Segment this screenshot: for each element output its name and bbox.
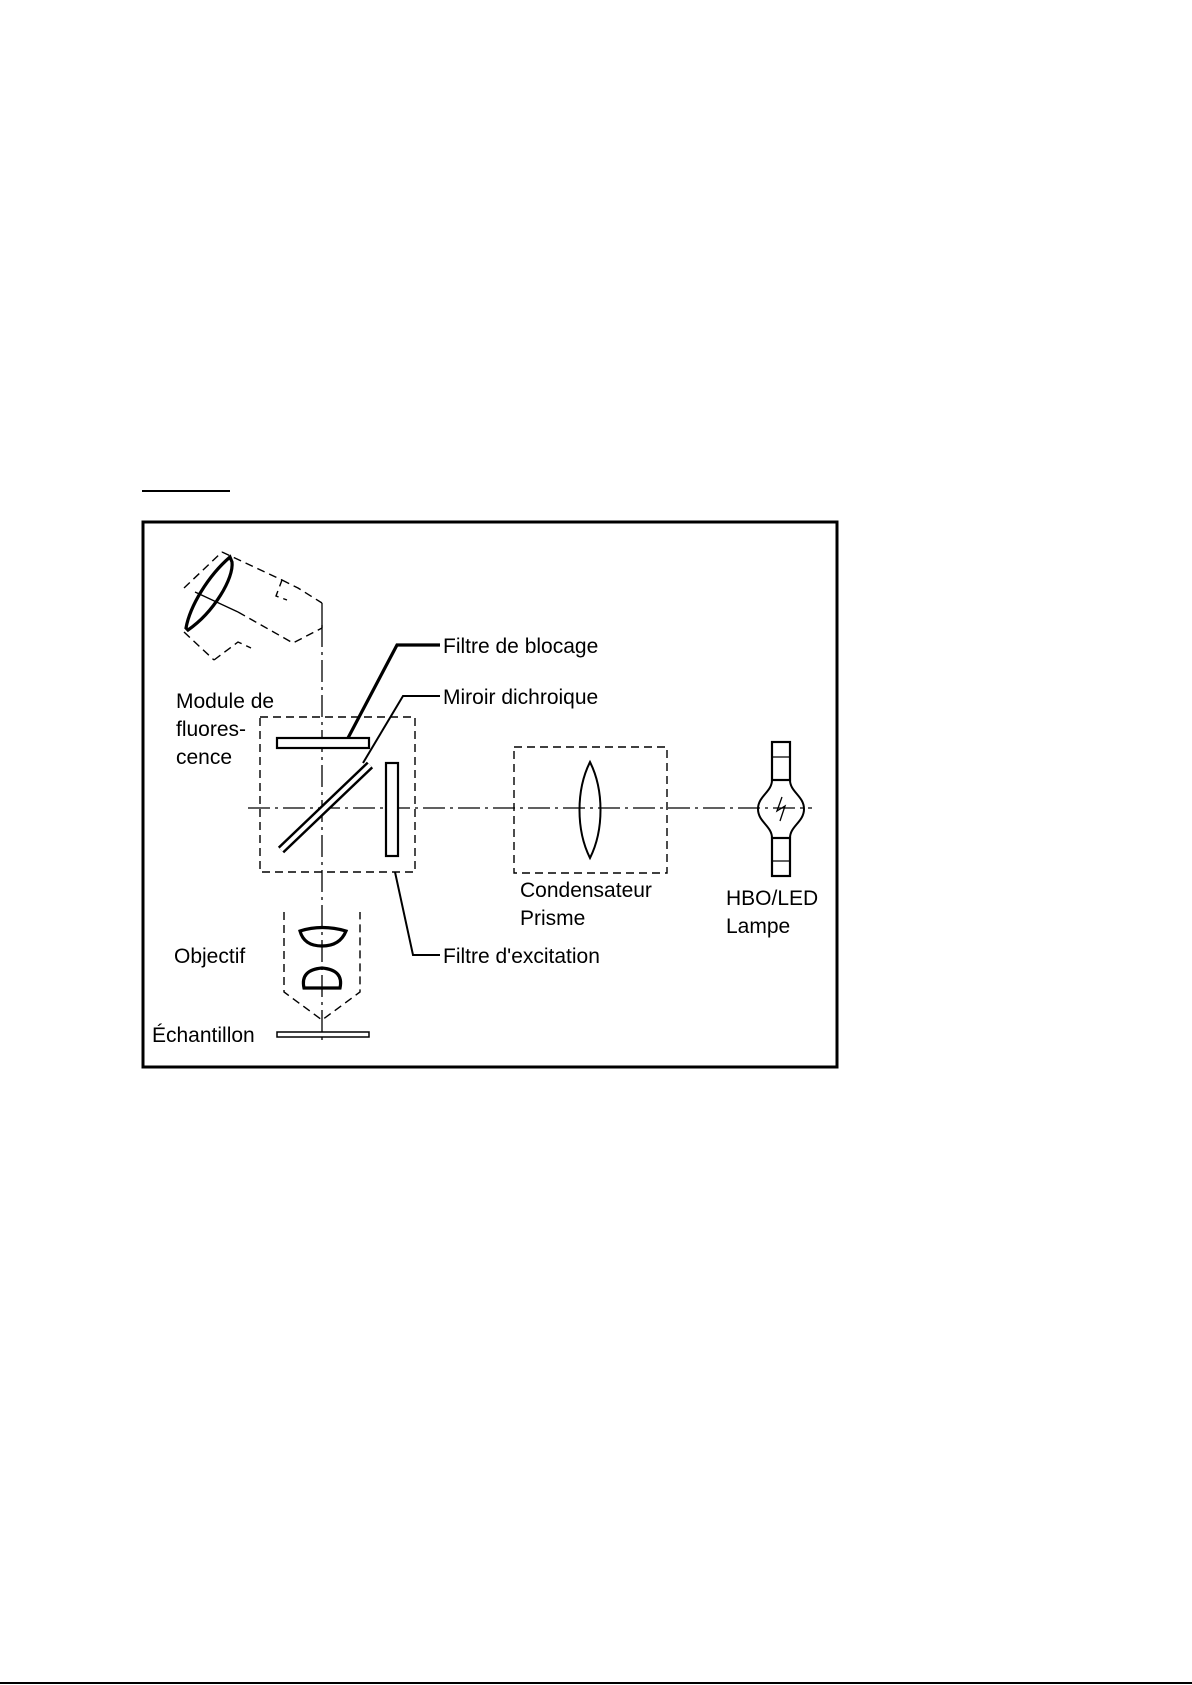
label-condenser-1: Condensateur <box>520 879 652 902</box>
label-fluorescence-module-1: Module de <box>176 690 274 713</box>
dichroic-mirror-leader <box>363 696 440 763</box>
eyepiece-assembly <box>184 552 322 660</box>
excitation-filter-element <box>386 763 398 856</box>
label-blocking-filter: Filtre de blocage <box>443 635 598 658</box>
blocking-filter-element <box>277 738 369 748</box>
label-condenser-2: Prisme <box>520 907 585 930</box>
label-excitation-filter: Filtre d'excitation <box>443 945 600 968</box>
blocking-filter-leader <box>348 645 440 738</box>
label-lamp-2: Lampe <box>726 915 790 938</box>
sample-slide <box>277 1032 369 1037</box>
condenser-box <box>514 747 667 873</box>
condenser-lens <box>580 762 601 858</box>
label-sample: Échantillon <box>152 1024 255 1047</box>
lamp-icon <box>758 742 804 876</box>
figure-frame <box>143 522 837 1067</box>
label-fluorescence-module-2: fluores- <box>176 718 246 741</box>
label-dichroic-mirror: Miroir dichroique <box>443 686 598 709</box>
excitation-filter-leader <box>395 872 440 955</box>
label-lamp-1: HBO/LED <box>726 887 818 910</box>
objective-lens-upper <box>300 928 346 947</box>
label-fluorescence-module-3: cence <box>176 746 232 769</box>
label-objective: Objectif <box>174 945 245 968</box>
eyepiece-lens <box>186 557 232 630</box>
